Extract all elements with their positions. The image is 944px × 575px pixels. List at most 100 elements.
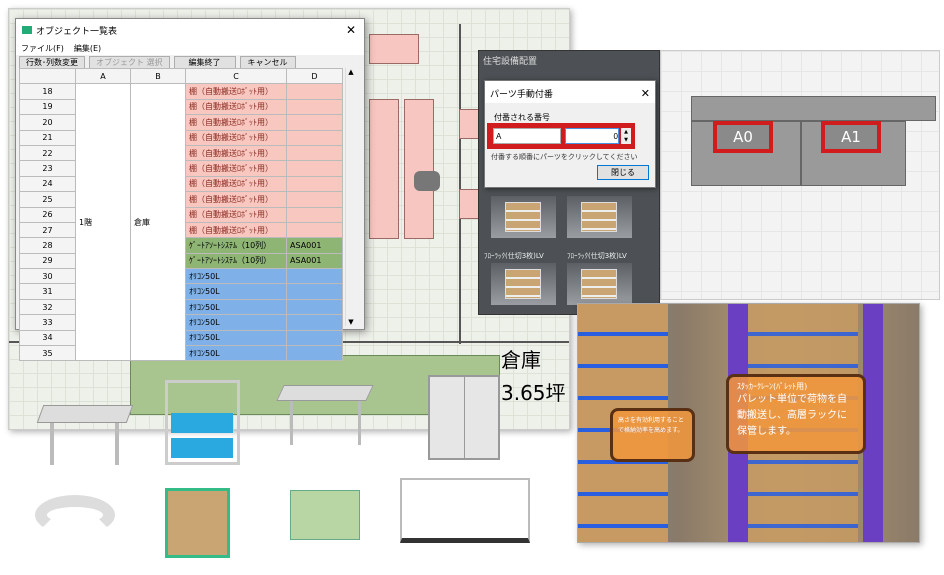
cell-object-name[interactable]: ｹﾞｰﾄｱｿｰﾄｼｽﾃﾑ（10列）	[185, 237, 287, 254]
scroll-down-icon[interactable]: ▼	[348, 318, 354, 326]
cell-code[interactable]	[286, 191, 343, 208]
table-row[interactable]: 25 棚（自動搬送ﾛﾎﾞｯﾄ用）	[19, 191, 343, 208]
cell-object-name[interactable]: ｹﾞｰﾄｱｿｰﾄｼｽﾃﾑ（10列）	[185, 252, 287, 270]
vertical-scrollbar[interactable]: ▲ ▼	[345, 68, 356, 326]
number-spinner[interactable]: ▲▼	[621, 128, 631, 144]
table-row[interactable]: 35 ｵﾘｺﾝ50L	[19, 345, 343, 362]
cell-code[interactable]	[286, 268, 343, 285]
cell-code[interactable]	[286, 298, 343, 316]
cell-object-name[interactable]: ｵﾘｺﾝ50L	[185, 268, 287, 285]
table-row[interactable]: 22 棚（自動搬送ﾛﾎﾞｯﾄ用）	[19, 144, 343, 162]
parts-thumbnail[interactable]	[491, 263, 556, 305]
table-row[interactable]: 26 棚（自動搬送ﾛﾎﾞｯﾄ用）	[19, 206, 343, 223]
row-number[interactable]: 30	[19, 268, 76, 285]
menu-file[interactable]: ファイル(F)	[21, 43, 64, 53]
table-row[interactable]: 30 ｵﾘｺﾝ50L	[19, 268, 343, 285]
table-row[interactable]: 32 ｵﾘｺﾝ50L	[19, 298, 343, 316]
cell-object-name[interactable]: 棚（自動搬送ﾛﾎﾞｯﾄ用）	[185, 221, 287, 239]
cell-code[interactable]	[286, 345, 343, 362]
layout-3d-view[interactable]: A0 A1	[660, 50, 940, 300]
shelf-block[interactable]	[404, 99, 434, 239]
column-header-a[interactable]: A	[75, 67, 131, 85]
row-number[interactable]: 24	[19, 175, 76, 193]
table-row[interactable]: 24 棚（自動搬送ﾛﾎﾞｯﾄ用）	[19, 175, 343, 193]
cell-code[interactable]: ASA001	[286, 237, 343, 254]
cell-object-name[interactable]: ｵﾘｺﾝ50L	[185, 298, 287, 316]
table-row[interactable]: 28 ｹﾞｰﾄｱｿｰﾄｼｽﾃﾑ（10列）ASA001	[19, 237, 343, 254]
parts-thumbnail[interactable]	[567, 263, 632, 305]
parts-thumbnail[interactable]	[491, 196, 556, 238]
cell-code[interactable]	[286, 114, 343, 131]
cell-code[interactable]	[286, 221, 343, 239]
cell-object-name[interactable]: 棚（自動搬送ﾛﾎﾞｯﾄ用）	[185, 114, 287, 131]
close-icon[interactable]: ✕	[640, 87, 650, 100]
cell-object-name[interactable]: ｵﾘｺﾝ50L	[185, 283, 287, 300]
table-row[interactable]: 29 ｹﾞｰﾄｱｿｰﾄｼｽﾃﾑ（10列）ASA001	[19, 252, 343, 270]
row-number[interactable]: 21	[19, 129, 76, 146]
cell-code[interactable]	[286, 206, 343, 223]
cell-code[interactable]	[286, 329, 343, 347]
close-button[interactable]: 閉じる	[597, 165, 649, 180]
row-number[interactable]: 19	[19, 98, 76, 116]
cell-code[interactable]	[286, 283, 343, 300]
cell-object-name[interactable]: ｵﾘｺﾝ50L	[185, 329, 287, 347]
column-header-c[interactable]: C	[185, 67, 287, 85]
table-row[interactable]: 19 棚（自動搬送ﾛﾎﾞｯﾄ用）	[19, 98, 343, 116]
shelf-block[interactable]	[369, 34, 419, 64]
row-number[interactable]: 32	[19, 298, 76, 316]
cell-object-name[interactable]: 棚（自動搬送ﾛﾎﾞｯﾄ用）	[185, 175, 287, 193]
cell-code[interactable]	[286, 98, 343, 116]
row-number[interactable]: 34	[19, 329, 76, 347]
row-number[interactable]: 22	[19, 144, 76, 162]
cell-object-name[interactable]: 棚（自動搬送ﾛﾎﾞｯﾄ用）	[185, 98, 287, 116]
row-number[interactable]: 33	[19, 314, 76, 331]
cell-object-name[interactable]: 棚（自動搬送ﾛﾎﾞｯﾄ用）	[185, 206, 287, 223]
cell-code[interactable]	[286, 175, 343, 193]
cell-floor[interactable]: 1階	[75, 83, 131, 362]
cell-object-name[interactable]: 棚（自動搬送ﾛﾎﾞｯﾄ用）	[185, 144, 287, 162]
cell-code[interactable]	[286, 160, 343, 177]
table-row[interactable]: 20 棚（自動搬送ﾛﾎﾞｯﾄ用）	[19, 114, 343, 131]
row-number[interactable]: 18	[19, 83, 76, 100]
scroll-up-icon[interactable]: ▲	[348, 68, 354, 76]
row-number[interactable]: 27	[19, 221, 76, 239]
table-row[interactable]: 27 棚（自動搬送ﾛﾎﾞｯﾄ用）	[19, 221, 343, 239]
row-number[interactable]: 29	[19, 252, 76, 270]
shelf-block[interactable]	[459, 109, 479, 139]
table-row[interactable]: 33 ｵﾘｺﾝ50L	[19, 314, 343, 331]
row-number[interactable]: 28	[19, 237, 76, 254]
row-number[interactable]: 31	[19, 283, 76, 300]
parts-thumbnail[interactable]	[567, 196, 632, 238]
row-number[interactable]: 20	[19, 114, 76, 131]
cell-object-name[interactable]: 棚（自動搬送ﾛﾎﾞｯﾄ用）	[185, 191, 287, 208]
number-input[interactable]	[565, 128, 619, 144]
cell-code[interactable]: ASA001	[286, 252, 343, 270]
shelf-block[interactable]	[459, 189, 479, 219]
table-row[interactable]: 23 棚（自動搬送ﾛﾎﾞｯﾄ用）	[19, 160, 343, 177]
cell-object-name[interactable]: 棚（自動搬送ﾛﾎﾞｯﾄ用）	[185, 160, 287, 177]
row-number[interactable]: 35	[19, 345, 76, 362]
cell-object-name[interactable]: 棚（自動搬送ﾛﾎﾞｯﾄ用）	[185, 129, 287, 146]
row-number[interactable]: 23	[19, 160, 76, 177]
cell-code[interactable]	[286, 144, 343, 162]
cell-code[interactable]	[286, 83, 343, 100]
table-row[interactable]: 34 ｵﾘｺﾝ50L	[19, 329, 343, 347]
shelf-block[interactable]	[369, 99, 399, 239]
cell-object-name[interactable]: ｵﾘｺﾝ50L	[185, 314, 287, 331]
close-icon[interactable]: ✕	[345, 23, 356, 37]
cell-object-name[interactable]: 棚（自動搬送ﾛﾎﾞｯﾄ用）	[185, 83, 287, 100]
row-number[interactable]: 25	[19, 191, 76, 208]
column-header-d[interactable]: D	[286, 67, 343, 85]
column-header-b[interactable]: B	[130, 67, 186, 85]
cell-code[interactable]	[286, 129, 343, 146]
table-row[interactable]: 31 ｵﾘｺﾝ50L	[19, 283, 343, 300]
row-number[interactable]: 26	[19, 206, 76, 223]
table-row[interactable]: 21 棚（自動搬送ﾛﾎﾞｯﾄ用）	[19, 129, 343, 146]
menu-edit[interactable]: 編集(E)	[73, 43, 102, 53]
cell-room[interactable]: 倉庫	[130, 83, 186, 362]
prefix-input[interactable]	[493, 128, 561, 144]
cell-code[interactable]	[286, 314, 343, 331]
cell-object-name[interactable]: ｵﾘｺﾝ50L	[185, 345, 287, 362]
